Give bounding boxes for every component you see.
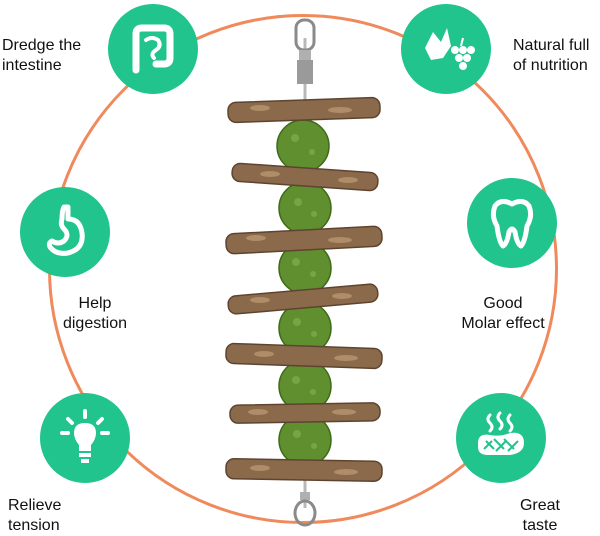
feature-tension-line1: Relieve <box>8 497 62 514</box>
tooth-icon <box>490 198 534 249</box>
feature-taste-label: Great taste <box>510 496 570 536</box>
grapes-leaf-icon <box>425 28 475 70</box>
feature-nutrition-label: Natural full of nutrition <box>513 36 589 76</box>
intestine-badge <box>108 4 198 94</box>
tooth-badge <box>467 178 557 268</box>
feature-tension-line2: tension <box>8 517 60 534</box>
feature-taste-line2: taste <box>522 517 558 534</box>
feature-digestion-line2: digestion <box>62 315 128 332</box>
feature-dredge-line2: intestine <box>2 57 62 74</box>
intestine-icon <box>132 24 174 74</box>
stomach-icon <box>46 204 85 256</box>
feature-taste-line1: Great <box>519 497 560 514</box>
feature-dredge-label: Dredge the intestine <box>2 36 81 76</box>
feature-dredge-line1: Dredge the <box>2 37 82 54</box>
bottom-clip-icon <box>293 492 317 527</box>
feature-nutrition-line2: of nutrition <box>513 57 588 74</box>
feature-digestion-label: Help digestion <box>55 294 135 334</box>
stomach-badge <box>20 187 110 277</box>
feature-molar-line1: Good <box>483 295 523 312</box>
lightbulb-icon <box>60 409 110 463</box>
chew-toy-image <box>220 18 390 530</box>
top-clip-icon <box>294 18 316 84</box>
feature-molar-line2: Molar effect <box>461 315 545 332</box>
lightbulb-badge <box>40 393 130 483</box>
feature-molar-label: Good Molar effect <box>448 294 558 334</box>
feature-tension-label: Relieve tension <box>8 496 61 536</box>
grapes-leaf-badge <box>401 4 491 94</box>
feature-digestion-line1: Help <box>78 295 112 312</box>
steak-icon <box>478 411 524 455</box>
steak-badge <box>456 393 546 483</box>
feature-nutrition-line1: Natural full <box>513 37 590 54</box>
